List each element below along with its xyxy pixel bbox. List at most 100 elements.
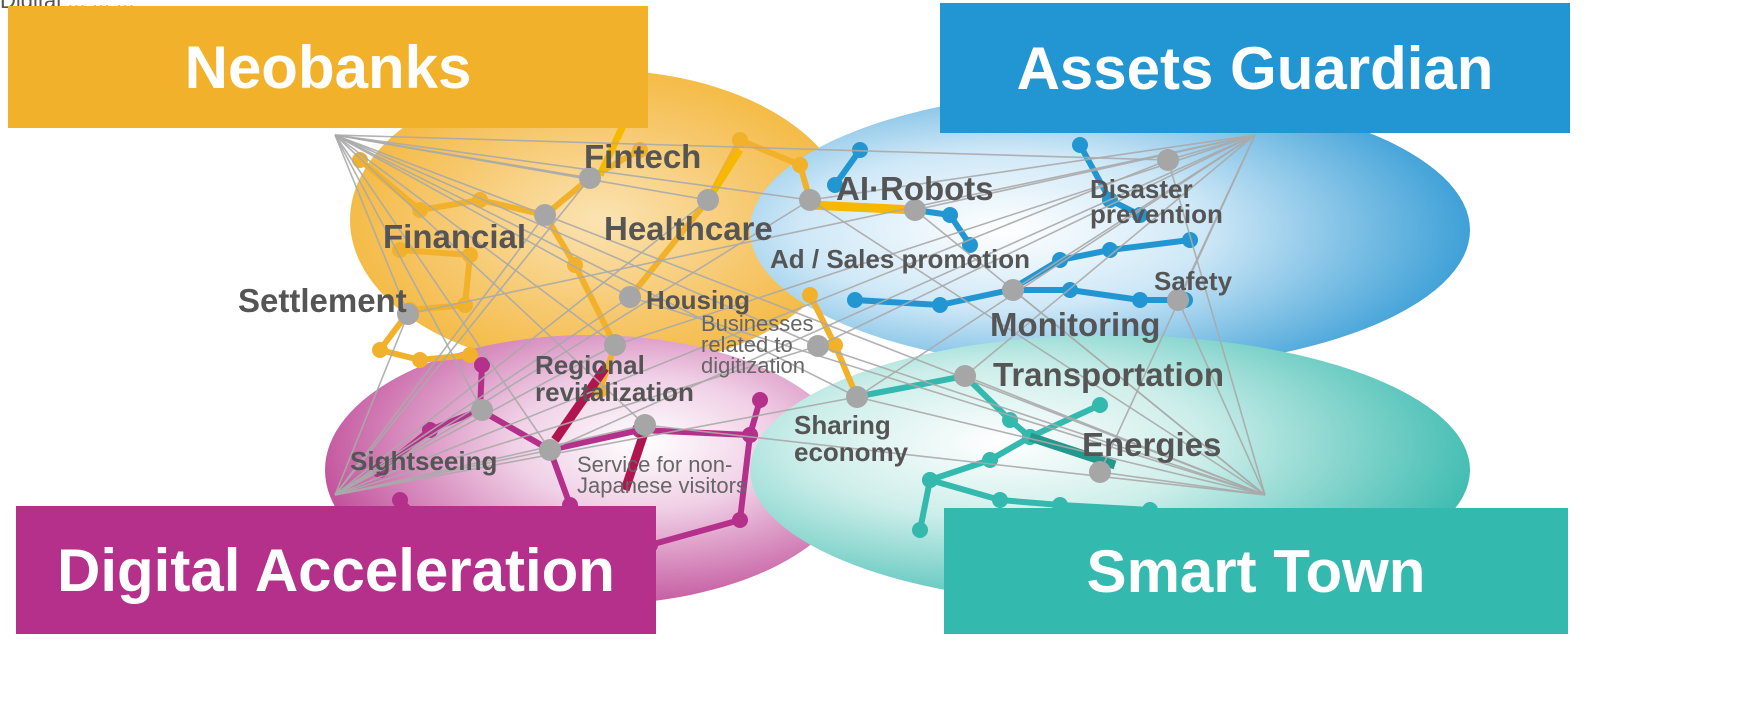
connector-line	[334, 313, 409, 496]
connector-line	[334, 134, 409, 315]
label-sightseeing: Sightseeing	[350, 446, 498, 476]
label-fintech: Fintech	[584, 138, 702, 175]
gray-node	[604, 334, 626, 356]
connector-line	[334, 344, 616, 496]
gray-node	[1157, 149, 1179, 171]
label-energies: Energies	[1082, 426, 1222, 463]
orange-link-node	[632, 142, 648, 158]
connector-line	[614, 134, 1256, 346]
connector-line	[334, 296, 631, 496]
connector-line	[334, 134, 646, 426]
blue-link-node	[942, 207, 958, 223]
connector-line	[334, 134, 551, 451]
blue-link-node	[827, 177, 843, 193]
label-ad-sales-promotion: Ad / Sales promotion	[770, 244, 1031, 274]
gray-node	[1167, 289, 1189, 311]
connector-line	[809, 199, 1266, 496]
orange-link-node	[412, 352, 428, 368]
service-accent	[620, 428, 650, 492]
blue-link-node	[1132, 292, 1148, 308]
orange-link-node	[732, 132, 748, 148]
connector-line	[334, 134, 811, 201]
connector-line	[334, 134, 1169, 161]
gray-node	[904, 199, 926, 221]
connector-line	[334, 409, 483, 496]
gray-node	[1002, 279, 1024, 301]
label-safety: Safety	[1154, 266, 1233, 296]
label-sharing-line2: economy	[794, 437, 909, 467]
connector-line	[544, 214, 1266, 496]
network-nodes	[397, 149, 1189, 483]
connector-line	[334, 199, 811, 496]
connector-line	[334, 396, 858, 496]
teal-link-node	[982, 452, 998, 468]
label-disaster-line2: prevention	[1090, 199, 1223, 229]
gray-node	[954, 365, 976, 387]
label-service-line2: Japanese visitors	[577, 473, 747, 498]
gray-node	[846, 386, 868, 408]
neobanks-title: Neobanks	[184, 33, 472, 101]
label-regional-line2: revitalization	[535, 377, 694, 407]
assets-guardian-title: Assets Guardian	[1016, 34, 1494, 102]
magenta-link-node	[742, 427, 758, 443]
connector-line	[809, 134, 1256, 201]
label-settlement: Settlement	[238, 282, 407, 319]
orange-link-node	[802, 287, 818, 303]
gray-node	[634, 414, 656, 436]
blue-link-node	[932, 297, 948, 313]
orange-link-node	[392, 242, 408, 258]
teal-link	[917, 434, 1033, 533]
orange-region	[350, 70, 850, 370]
label-transportation: Transportation	[993, 356, 1225, 393]
blue-link-node	[847, 292, 863, 308]
teal-link-node	[922, 472, 938, 488]
orange-link-node	[792, 157, 808, 173]
gray-node	[697, 189, 719, 211]
blue-link-node	[1072, 137, 1088, 153]
orange-link-node	[457, 297, 473, 313]
blue-link-node	[1182, 232, 1198, 248]
teal-link-node	[1092, 397, 1108, 413]
connector-line	[644, 424, 1266, 496]
connector-line	[334, 134, 546, 216]
magenta-link-node	[392, 492, 408, 508]
label-financial: Financial	[383, 218, 527, 255]
digital-acceleration-title: Digital Acceleration	[57, 536, 615, 604]
connector-line	[856, 396, 1266, 496]
orange-link-node	[462, 247, 478, 263]
label-ai-robots: AI·Robots	[836, 170, 994, 207]
connector-line	[964, 134, 1256, 377]
ai-accent	[809, 200, 916, 215]
gray-node	[539, 439, 561, 461]
gray-node	[471, 399, 493, 421]
magenta-link-node	[474, 357, 490, 373]
gray-node	[619, 286, 641, 308]
gray-node	[534, 204, 556, 226]
connector-line	[629, 296, 1266, 496]
teal-link-node	[912, 522, 928, 538]
orange-link-node	[412, 202, 428, 218]
connector-line	[334, 134, 819, 347]
connector-line	[407, 134, 1256, 315]
gray-node	[807, 335, 829, 357]
label-businesses-line1: Businesses	[701, 311, 814, 336]
neobanks-panel: Neobanks	[8, 6, 648, 128]
connector-line	[334, 134, 858, 398]
connector-line	[334, 134, 631, 298]
connector-line	[334, 449, 551, 496]
teal-link	[927, 477, 1153, 513]
smart-town-panel: Smart Town	[944, 508, 1568, 634]
connector-line	[817, 345, 1266, 496]
label-businesses-line3: digitization	[701, 353, 805, 378]
label-service-line1: Service for non-	[577, 452, 733, 477]
orange-link	[542, 212, 618, 393]
gray-node	[1089, 461, 1111, 483]
orange-link-node	[372, 342, 388, 358]
label-businesses-line2: related to	[701, 332, 793, 357]
digital-acceleration-panel: Digital Acceleration	[16, 506, 656, 634]
connector-line	[1167, 134, 1256, 161]
connector-line	[334, 134, 483, 411]
label-regional-line1: Regional	[535, 350, 645, 380]
label-monitoring: Monitoring	[990, 306, 1161, 343]
